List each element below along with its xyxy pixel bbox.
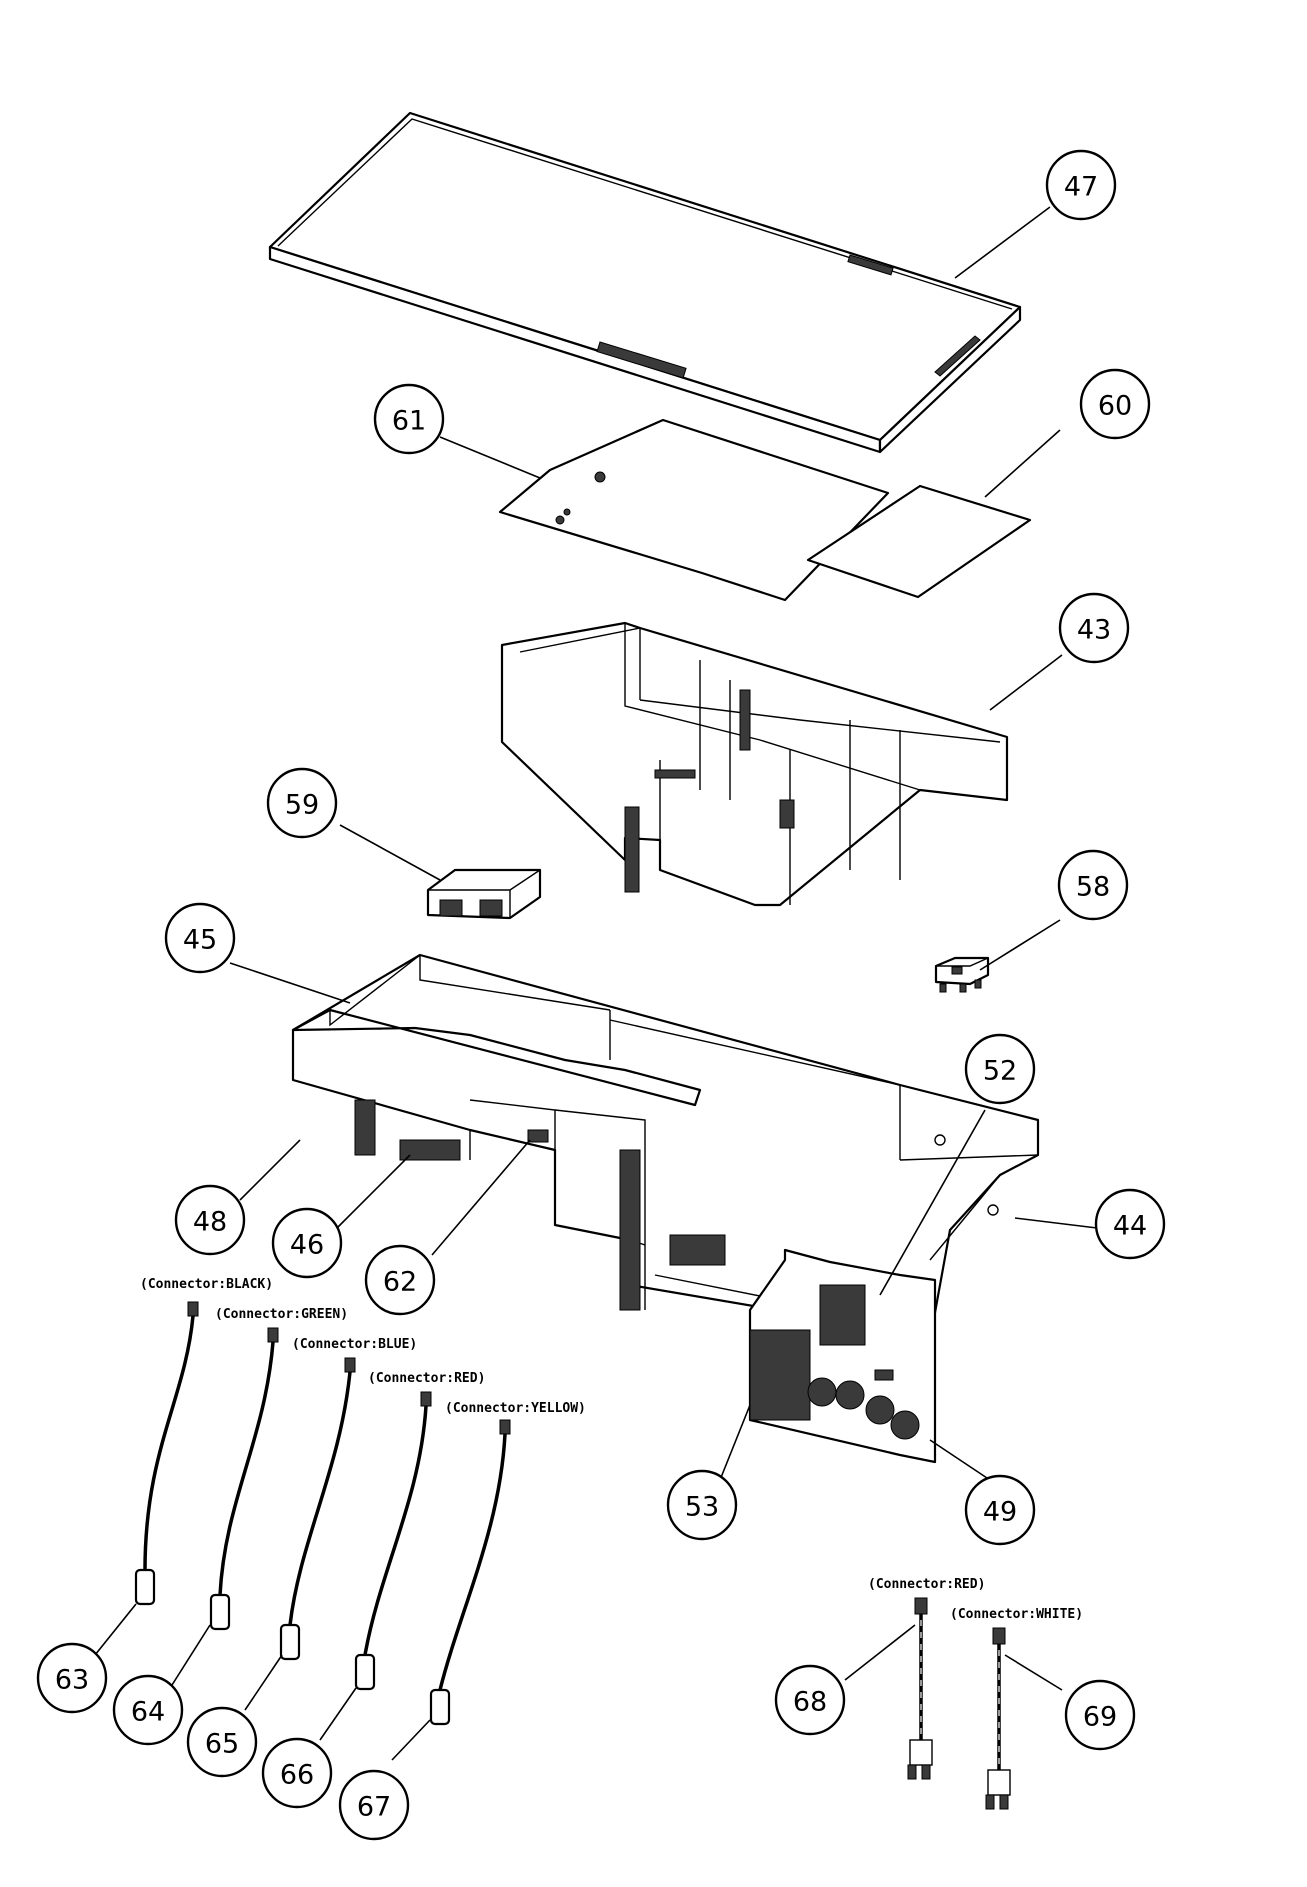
- callout-47-label: 47: [1064, 172, 1098, 203]
- callout-45: 45: [164, 902, 236, 974]
- wire-harness-69: [985, 1627, 1011, 1810]
- part-49-filter-board: [748, 1248, 937, 1464]
- callout-58: 58: [1057, 849, 1129, 921]
- part-60-pcb: [806, 484, 1032, 599]
- callout-62-label: 62: [383, 1267, 417, 1298]
- connector-label-green: (Connector:GREEN): [215, 1307, 348, 1322]
- part-45-base-chassis: [291, 953, 1040, 1342]
- connector-label-red: (Connector:RED): [368, 1371, 485, 1386]
- connector-label-red-2: (Connector:RED): [868, 1577, 985, 1592]
- callout-65: 65: [186, 1706, 258, 1778]
- wire-harness-63: [134, 1301, 199, 1606]
- callout-69-label: 69: [1083, 1702, 1117, 1733]
- connector-label-blue: (Connector:BLUE): [292, 1337, 417, 1352]
- callout-48-label: 48: [193, 1207, 227, 1238]
- callout-44: 44: [1094, 1188, 1166, 1260]
- callout-68: 68: [774, 1664, 846, 1736]
- callout-48: 48: [174, 1184, 246, 1256]
- callout-59: 59: [266, 767, 338, 839]
- callout-52: 52: [964, 1033, 1036, 1105]
- callout-58-label: 58: [1076, 872, 1110, 903]
- part-61-pcb: [498, 418, 890, 602]
- wire-harness-64: [209, 1327, 279, 1631]
- callout-67: 67: [338, 1769, 410, 1841]
- callout-46-label: 46: [290, 1230, 324, 1261]
- connector-label-yellow: (Connector:YELLOW): [445, 1401, 586, 1416]
- callout-43-label: 43: [1077, 615, 1111, 646]
- callout-53-label: 53: [685, 1492, 719, 1523]
- part-43-chassis-frame: [500, 621, 1009, 907]
- callout-65-label: 65: [205, 1729, 239, 1760]
- callout-47: 47: [1045, 149, 1117, 221]
- callout-64-label: 64: [131, 1697, 165, 1728]
- wire-harness-67: [429, 1419, 511, 1726]
- callout-66: 66: [261, 1737, 333, 1809]
- callout-43: 43: [1058, 592, 1130, 664]
- wire-harness-68: [907, 1597, 933, 1780]
- callout-44-label: 44: [1113, 1211, 1147, 1242]
- callout-60-label: 60: [1098, 391, 1132, 422]
- part-47-top-cover: [268, 111, 1022, 454]
- wire-harness-65: [279, 1357, 356, 1661]
- callout-46: 46: [271, 1207, 343, 1279]
- callout-62: 62: [364, 1244, 436, 1316]
- wire-harness-66: [354, 1391, 432, 1691]
- callout-63-label: 63: [55, 1665, 89, 1696]
- callout-53: 53: [666, 1469, 738, 1541]
- callout-61: 61: [373, 383, 445, 455]
- connector-label-white: (Connector:WHITE): [950, 1607, 1083, 1622]
- part-58-switch: [934, 956, 990, 993]
- callout-45-label: 45: [183, 925, 217, 956]
- callout-68-label: 68: [793, 1687, 827, 1718]
- leader-lines: [94, 206, 1098, 1761]
- callout-60: 60: [1079, 368, 1151, 440]
- callout-49-label: 49: [983, 1497, 1017, 1528]
- callout-61-label: 61: [392, 406, 426, 437]
- callout-69: 69: [1064, 1679, 1136, 1751]
- callout-63: 63: [36, 1642, 108, 1714]
- callout-67-label: 67: [357, 1792, 391, 1823]
- callout-64: 64: [112, 1674, 184, 1746]
- callout-66-label: 66: [280, 1760, 314, 1791]
- connector-label-black: (Connector:BLACK): [140, 1277, 273, 1292]
- callout-52-label: 52: [983, 1056, 1017, 1087]
- part-59-terminal-cover: [426, 868, 542, 920]
- callout-49: 49: [964, 1474, 1036, 1546]
- callout-59-label: 59: [285, 790, 319, 821]
